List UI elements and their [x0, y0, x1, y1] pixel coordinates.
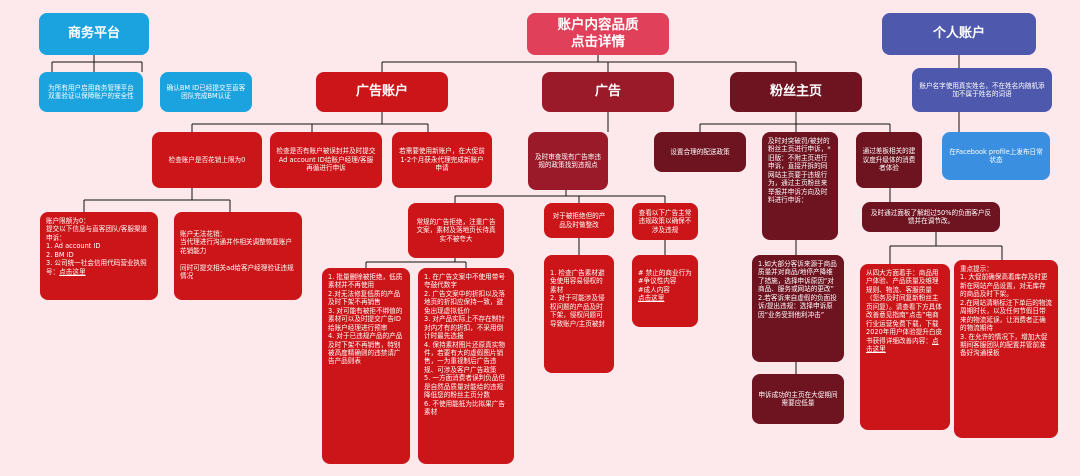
ads-rejected-products-node: 对于被拒绝但的产品及时做整改: [544, 203, 614, 238]
ads-policy-check-node: 查看以下广告主常违规政策以确保不涉及违规: [632, 203, 698, 240]
ad-account-header: 广告账户: [316, 72, 448, 112]
ads-delete-low-quality-node: 1. 批量删除被拒绝，低质素材并不再使用 2.对无法修复低质的产品及时下架不再销…: [322, 268, 410, 464]
fanpage-consumer-experience-node: 通过差板相关的建议度升级体的消费者体验: [856, 132, 922, 188]
fanpage-appeal-reasons-node: 1.如大部分客诉来源于商品质量并对商品/地停产降维了措施，选择申诉原因“对商品、…: [752, 255, 844, 362]
ad-account-banned-node: 检查是否有账户被误封并及时提交Ad account ID给账户经理/客服再循进行…: [270, 132, 382, 188]
business-2fa-node: 为所有用户启用商务管理平台双重验证以保障账户的安全性: [39, 72, 143, 112]
fanpage-appeal-node: 及时对突破罚/被封的粉丝主页进行申诉，*旧版：不附主页进行申诉，直接开拆的同网站…: [762, 132, 838, 240]
fanpage-negative-feedback-node: 及时通过面板了解超过50%的负面客户反馈并在调节改。: [862, 202, 1000, 232]
click-here-link[interactable]: 点击这里: [638, 294, 665, 303]
personal-profile-status-node: 在Facebook profile上发布日常状态: [942, 132, 1050, 180]
personal-account-header: 个人账户: [882, 13, 1036, 55]
ads-copywriting-rules-node: 1. 在广告文案中不使用带号夸鼓代数字 2. 广告文案中的折扣以及落地页的折扣应…: [418, 268, 514, 464]
ads-review-policy-node: 及时审查现有广告审违规的政策找到违规点: [528, 132, 608, 190]
ads-header: 广告: [542, 72, 674, 112]
root-header-account-content-quality[interactable]: 账户内容品质 点击详情: [527, 13, 669, 55]
ad-account-new-account-node: 若需要使用新账户，在大促前1-2个月获永代理完成新账户申请: [392, 132, 492, 188]
click-here-link[interactable]: 点击这里: [59, 267, 86, 276]
ads-regular-rejection-node: 常规的广告拒绝，注重广告文案，素材及落地页长待真实不被夸大: [408, 203, 504, 258]
fanpage-key-tips-node: 重点提示： 1. 大促前确保高着库存及时更新在网站产品设置，对无库存的商品及时下…: [954, 260, 1058, 438]
personal-real-name-node: 账户名字使用真实姓名，不在姓名内随机添加不属于姓名的词语: [912, 68, 1052, 112]
fanpage-header: 粉丝主页: [730, 72, 862, 112]
ad-account-spend-limit-node: 检查账户是否花销上限为0: [152, 132, 262, 188]
ad-account-limit-zero-node: 账户限额为0： 提交以下信息与直客团队/客服渠道申诉： 1. Ad accoun…: [40, 212, 158, 300]
business-platform-header: 商务平台: [39, 13, 149, 55]
fanpage-appeal-success-node: 申诉成功的主页在大促期间需要应低量: [752, 374, 844, 424]
fanpage-shipping-policy-node: 设置合理的配送政策: [654, 132, 746, 172]
fanpage-four-aspects-node: 从四大方面着手：商品用户体验、产品质量及维理规则、物流、客服质量（您务及时间复新…: [860, 264, 950, 430]
business-bm-id-node: 确认BM ID已经提交至直客团队完成BM认证: [160, 72, 252, 112]
ad-account-cannot-spend-node: 账户无法花销： 当代理进行沟通并作相关调整恢复账户花销能力 同时可提交相关ad给…: [174, 212, 302, 300]
ads-infringement-node: 1. 检查广告素材避免使用容易侵权的素材 2. 对于可能涉及侵权问题的产品及时下…: [544, 255, 614, 373]
ads-prohibited-content-node: # 禁止的商业行为#争议性内容 #成人内容 点击这里: [632, 255, 698, 327]
click-here-link[interactable]: 点击这里: [866, 336, 939, 353]
